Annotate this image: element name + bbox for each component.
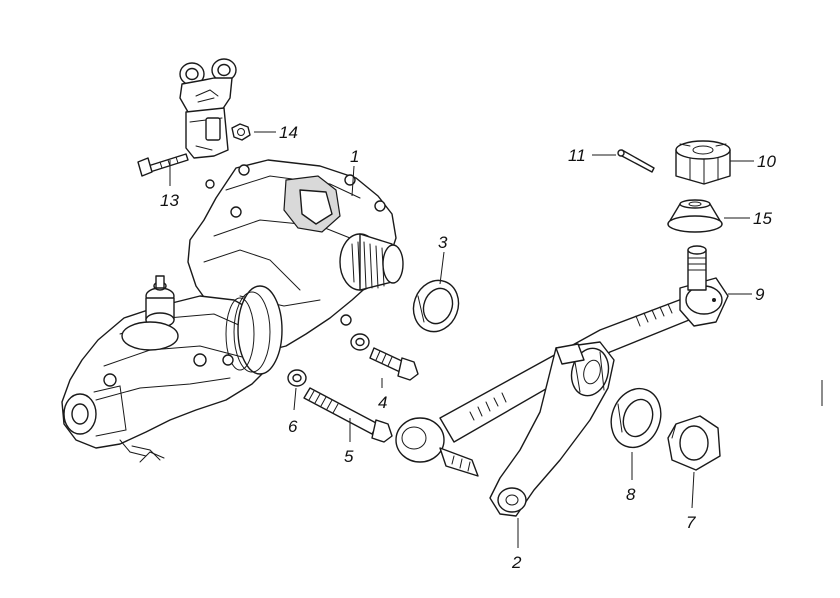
part-4-bolt-and-washer	[350, 333, 419, 381]
leader-lines	[169, 131, 754, 548]
callout-3: 3	[438, 233, 448, 252]
part-5-long-bolt	[303, 387, 393, 443]
callout-2: 2	[511, 553, 522, 572]
callout-9: 9	[755, 285, 765, 304]
part-14-nut	[231, 123, 251, 141]
part-6-washer	[287, 369, 307, 387]
part-7-hex-nut	[667, 415, 721, 471]
callout-10: 10	[757, 152, 776, 171]
part-2-pitman-arm-drag-link	[395, 295, 695, 517]
part-15-cone-washer	[667, 199, 723, 233]
part-11-cotter-pin	[617, 149, 655, 173]
callout-13: 13	[160, 191, 179, 210]
part-9-ball-stud	[679, 245, 729, 327]
callout-7: 7	[686, 513, 696, 532]
callout-5: 5	[344, 447, 354, 466]
callout-4: 4	[378, 393, 387, 412]
callout-6: 6	[288, 417, 298, 436]
callout-14: 14	[279, 123, 298, 142]
universal-joint-yoke	[179, 58, 237, 159]
callout-1: 1	[350, 147, 359, 166]
callout-15: 15	[753, 209, 772, 228]
part-10-castle-nut	[675, 140, 731, 185]
part-8-flat-washer	[610, 387, 662, 449]
callout-8: 8	[626, 485, 636, 504]
part-13-bolt	[137, 153, 189, 177]
callout-11: 11	[568, 146, 586, 165]
callout-labels: 1 2 3 4 5 6 7 8 9 10 11 13 14 15	[160, 123, 776, 572]
part-3-seal-ring	[412, 279, 460, 333]
hydraulic-valve-assembly	[61, 275, 283, 463]
